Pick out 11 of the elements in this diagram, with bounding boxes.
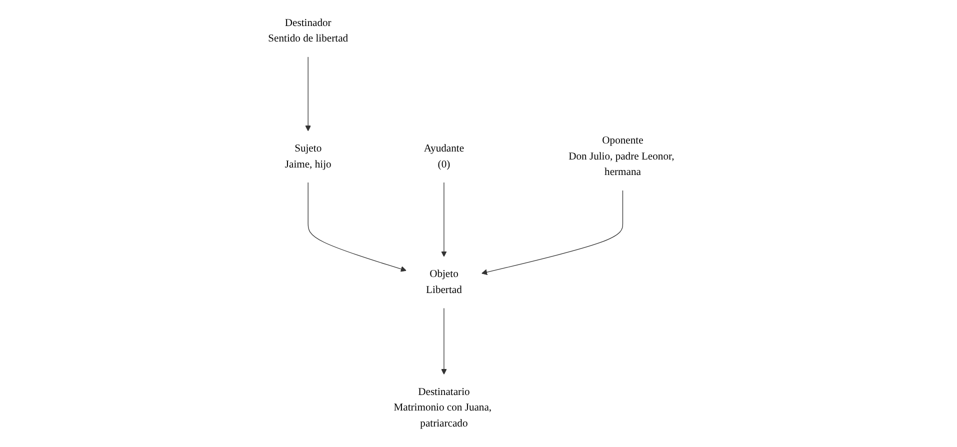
arrow bbox=[481, 190, 624, 276]
arrow bbox=[308, 182, 406, 272]
node-text: Sujeto Jaime, hijo bbox=[284, 142, 332, 170]
node-text: Destinatario Matrimonio con Juana, patriarcado bbox=[394, 386, 492, 430]
node-text: Destinador Sentido de libertad bbox=[268, 17, 348, 44]
node-text: Ayudante (0) bbox=[424, 142, 464, 170]
node-text: Objeto Libertad bbox=[426, 268, 462, 296]
arrow bbox=[441, 182, 447, 257]
node-text: Oponente Don Julio, padre Leonor, hermana bbox=[568, 134, 674, 178]
arrow bbox=[305, 56, 311, 132]
arrow bbox=[441, 308, 447, 375]
